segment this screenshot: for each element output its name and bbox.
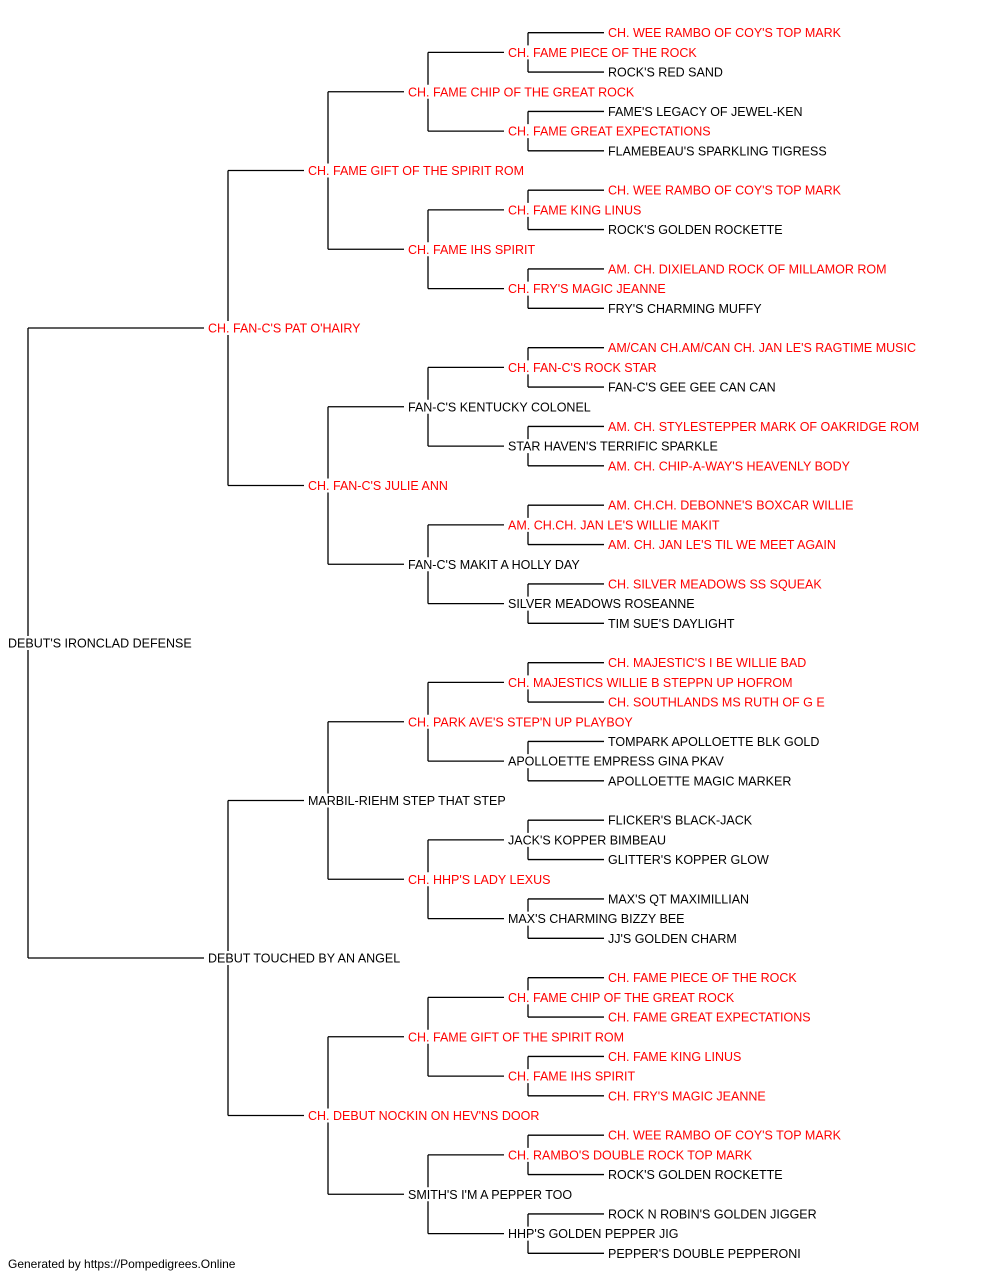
ancestor-name-gen5: TIM SUE'S DAYLIGHT — [608, 617, 735, 631]
ancestor-name-gen4: SILVER MEADOWS ROSEANNE — [508, 597, 695, 611]
ancestor-name-gen4: CH. RAMBO'S DOUBLE ROCK TOP MARK — [508, 1148, 753, 1162]
ancestor-name-gen4: AM. CH.CH. JAN LE'S WILLIE MAKIT — [508, 518, 720, 532]
ancestor-name-gen5: CH. WEE RAMBO OF COY'S TOP MARK — [608, 1129, 842, 1143]
ancestor-name-gen5: APOLLOETTE MAGIC MARKER — [608, 774, 791, 788]
ancestor-name-gen1: DEBUT TOUCHED BY AN ANGEL — [208, 952, 400, 966]
ancestor-name-gen5: CH. MAJESTIC'S I BE WILLIE BAD — [608, 656, 806, 670]
ancestor-name-gen3: FAN-C'S MAKIT A HOLLY DAY — [408, 558, 580, 572]
ancestor-name-gen3: CH. FAME IHS SPIRIT — [408, 243, 535, 257]
ancestor-name-gen3: CH. FAME GIFT OF THE SPIRIT ROM — [408, 1030, 624, 1044]
ancestor-name-gen5: CH. FAME KING LINUS — [608, 1050, 741, 1064]
ancestor-name-gen5: TOMPARK APOLLOETTE BLK GOLD — [608, 735, 819, 749]
ancestor-name-gen5: JJ'S GOLDEN CHARM — [608, 932, 737, 946]
ancestor-name-gen4: CH. FAME KING LINUS — [508, 203, 641, 217]
ancestor-name-gen5: ROCK N ROBIN'S GOLDEN JIGGER — [608, 1207, 817, 1221]
ancestor-name-gen4: STAR HAVEN'S TERRIFIC SPARKLE — [508, 440, 718, 454]
ancestor-name-gen5: CH. FRY'S MAGIC JEANNE — [608, 1089, 766, 1103]
ancestor-name-gen4: CH. FAME PIECE OF THE ROCK — [508, 46, 697, 60]
ancestor-name-gen5: FAME'S LEGACY OF JEWEL-KEN — [608, 105, 803, 119]
ancestor-name-gen5: AM. CH. STYLESTEPPER MARK OF OAKRIDGE RO… — [608, 420, 919, 434]
ancestor-name-gen5: PEPPER'S DOUBLE PEPPERONI — [608, 1247, 801, 1261]
ancestor-name-gen4: CH. FAME IHS SPIRIT — [508, 1070, 635, 1084]
ancestor-name-gen5: CH. FAME GREAT EXPECTATIONS — [608, 1011, 811, 1025]
footer-credit: Generated by https://Pompedigrees.Online — [8, 1257, 236, 1271]
ancestor-name-gen5: CH. WEE RAMBO OF COY'S TOP MARK — [608, 26, 842, 40]
ancestor-name-gen4: CH. FAN-C'S ROCK STAR — [508, 361, 657, 375]
ancestor-name-gen4: APOLLOETTE EMPRESS GINA PKAV — [508, 755, 724, 769]
ancestor-name-gen5: MAX'S QT MAXIMILLIAN — [608, 892, 749, 906]
ancestor-name-gen4: MAX'S CHARMING BIZZY BEE — [508, 912, 685, 926]
ancestor-name-gen2: CH. DEBUT NOCKIN ON HEV'NS DOOR — [308, 1109, 539, 1123]
ancestor-name-gen5: AM/CAN CH.AM/CAN CH. JAN LE'S RAGTIME MU… — [608, 341, 916, 355]
ancestor-name-gen5: ROCK'S GOLDEN ROCKETTE — [608, 223, 783, 237]
ancestor-name-gen5: ROCK'S GOLDEN ROCKETTE — [608, 1168, 783, 1182]
ancestor-name-gen5: AM. CH. JAN LE'S TIL WE MEET AGAIN — [608, 538, 836, 552]
ancestor-name-gen4: JACK'S KOPPER BIMBEAU — [508, 833, 666, 847]
ancestor-name-gen3: FAN-C'S KENTUCKY COLONEL — [408, 400, 591, 414]
subject-dog-name: DEBUT'S IRONCLAD DEFENSE — [8, 637, 192, 651]
ancestor-name-gen4: HHP'S GOLDEN PEPPER JIG — [508, 1227, 678, 1241]
ancestor-name-gen5: GLITTER'S KOPPER GLOW — [608, 853, 769, 867]
ancestor-name-gen3: CH. HHP'S LADY LEXUS — [408, 873, 550, 887]
ancestor-name-gen5: CH. SOUTHLANDS MS RUTH OF G E — [608, 696, 825, 710]
ancestor-name-gen4: CH. FAME GREAT EXPECTATIONS — [508, 125, 711, 139]
ancestor-name-gen1: CH. FAN-C'S PAT O'HAIRY — [208, 322, 361, 336]
ancestor-name-gen4: CH. FAME CHIP OF THE GREAT ROCK — [508, 991, 735, 1005]
ancestor-name-gen5: FAN-C'S GEE GEE CAN CAN — [608, 381, 776, 395]
ancestor-name-gen5: AM. CH. DIXIELAND ROCK OF MILLAMOR ROM — [608, 262, 887, 276]
ancestor-name-gen4: CH. FRY'S MAGIC JEANNE — [508, 282, 666, 296]
ancestor-name-gen2: MARBIL-RIEHM STEP THAT STEP — [308, 794, 506, 808]
ancestor-name-gen3: SMITH'S I'M A PEPPER TOO — [408, 1188, 572, 1202]
ancestor-name-gen5: FLAMEBEAU'S SPARKLING TIGRESS — [608, 144, 827, 158]
ancestor-name-gen4: CH. MAJESTICS WILLIE B STEPPN UP HOFROM — [508, 676, 793, 690]
ancestor-name-gen2: CH. FAME GIFT OF THE SPIRIT ROM — [308, 164, 524, 178]
ancestor-name-gen5: AM. CH. CHIP-A-WAY'S HEAVENLY BODY — [608, 459, 851, 473]
ancestor-name-gen2: CH. FAN-C'S JULIE ANN — [308, 479, 448, 493]
ancestor-name-gen5: AM. CH.CH. DEBONNE'S BOXCAR WILLIE — [608, 499, 853, 513]
ancestor-name-gen3: CH. FAME CHIP OF THE GREAT ROCK — [408, 85, 635, 99]
ancestor-name-gen5: CH. SILVER MEADOWS SS SQUEAK — [608, 577, 822, 591]
ancestor-name-gen5: CH. FAME PIECE OF THE ROCK — [608, 971, 797, 985]
ancestor-name-gen5: FRY'S CHARMING MUFFY — [608, 302, 762, 316]
ancestor-name-gen3: CH. PARK AVE'S STEP'N UP PLAYBOY — [408, 715, 633, 729]
ancestor-name-gen5: ROCK'S RED SAND — [608, 66, 723, 80]
ancestor-name-gen5: CH. WEE RAMBO OF COY'S TOP MARK — [608, 184, 842, 198]
ancestor-name-gen5: FLICKER'S BLACK-JACK — [608, 814, 753, 828]
